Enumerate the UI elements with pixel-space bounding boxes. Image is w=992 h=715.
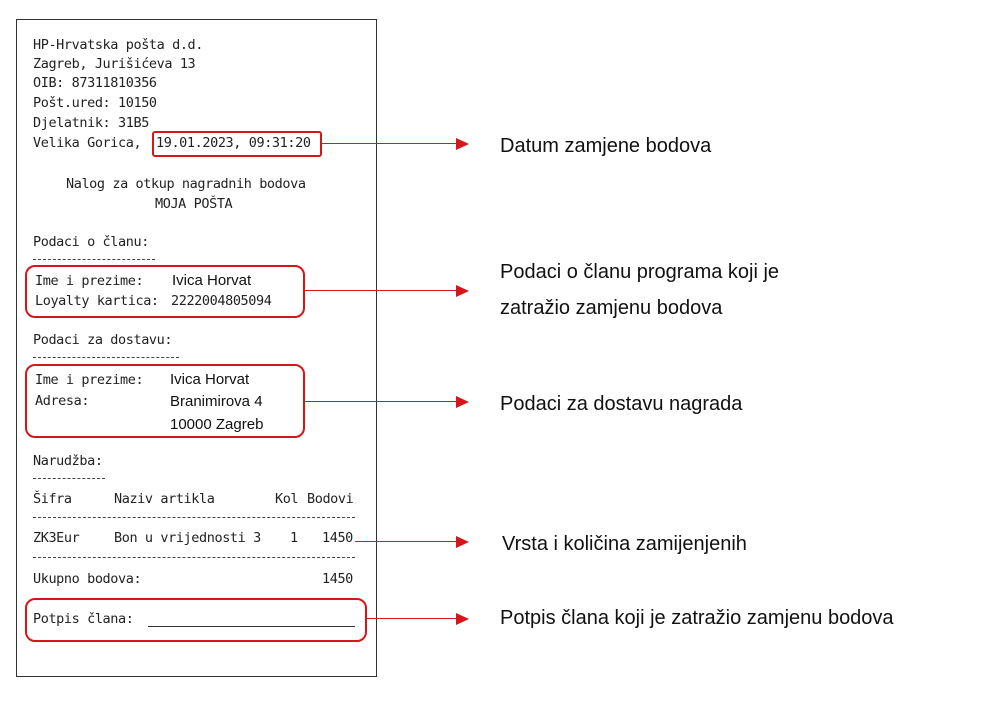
arrow-head-icon	[456, 613, 469, 625]
delivery-address-line1: Branimirova 4	[170, 393, 263, 410]
column-item-name: Naziv artikla	[114, 491, 215, 507]
column-qty: Kol	[275, 491, 299, 507]
divider	[33, 259, 155, 260]
arrow-head-icon	[456, 285, 469, 297]
place: Velika Gorica,	[33, 135, 142, 151]
delivery-address-line2: 10000 Zagreb	[170, 416, 264, 433]
signature-highlight	[25, 598, 367, 642]
arrow-head-icon	[456, 536, 469, 548]
delivery-name-label: Ime i prezime:	[35, 372, 144, 388]
arrow-date	[322, 143, 458, 144]
loyalty-card-value: 2222004805094	[171, 293, 272, 309]
arrow-head-icon	[456, 138, 469, 150]
total-label: Ukupno bodova:	[33, 571, 142, 587]
employee: Djelatnik: 31B5	[33, 115, 149, 131]
column-points: Bodovi	[307, 491, 354, 507]
member-heading: Podaci o članu:	[33, 234, 149, 250]
post-office: Pošt.ured: 10150	[33, 95, 157, 111]
annotation-signature: Potpis člana koji je zatražio zamjenu bo…	[500, 607, 894, 629]
total-value: 1450	[322, 571, 353, 587]
divider	[33, 357, 179, 358]
column-code: Šifra	[33, 491, 72, 507]
annotation-member-line2: zatražio zamjenu bodova	[500, 297, 723, 319]
divider	[33, 478, 105, 479]
item-qty: 1	[290, 530, 298, 546]
delivery-heading: Podaci za dostavu:	[33, 332, 173, 348]
arrow-items	[355, 541, 458, 542]
annotation-items: Vrsta i količina zamijenjenih	[502, 533, 747, 555]
item-points: 1450	[322, 530, 353, 546]
arrow-head-icon	[456, 396, 469, 408]
annotation-delivery: Podaci za dostavu nagrada	[500, 393, 743, 415]
item-code: ZK3Eur	[33, 530, 80, 546]
order-heading: Narudžba:	[33, 453, 103, 469]
signature-label: Potpis člana:	[33, 611, 134, 627]
delivery-address-label: Adresa:	[35, 393, 90, 409]
receipt	[16, 19, 377, 677]
delivery-highlight	[25, 364, 305, 438]
delivery-name-value: Ivica Horvat	[170, 371, 250, 388]
arrow-delivery	[305, 401, 458, 402]
document-title: Nalog za otkup nagradnih bodova	[66, 176, 306, 192]
item-name: Bon u vrijednosti 3	[114, 530, 261, 546]
company-address: Zagreb, Jurišićeva 13	[33, 56, 196, 72]
arrow-signature	[367, 618, 458, 619]
program-name: MOJA POŠTA	[155, 196, 233, 212]
oib: OIB: 87311810356	[33, 75, 157, 91]
annotation-member-line1: Podaci o članu programa koji je	[500, 261, 780, 283]
annotation-date: Datum zamjene bodova	[500, 135, 712, 157]
member-highlight	[25, 265, 305, 318]
divider	[33, 517, 355, 518]
company-name: HP-Hrvatska pošta d.d.	[33, 37, 204, 53]
member-name-value: Ivica Horvat	[172, 272, 252, 289]
datetime-highlight	[152, 131, 322, 157]
loyalty-card-label: Loyalty kartica:	[35, 293, 159, 309]
exchange-datetime: 19.01.2023, 09:31:20	[156, 135, 311, 151]
arrow-member	[305, 290, 458, 291]
signature-line	[148, 626, 355, 627]
member-name-label: Ime i prezime:	[35, 273, 144, 289]
divider	[33, 557, 355, 558]
